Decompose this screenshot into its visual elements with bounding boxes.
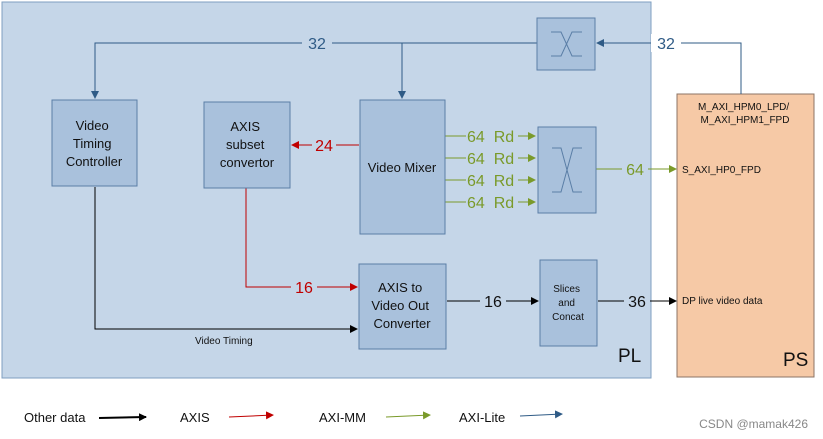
legend-other-arrow [98, 413, 147, 422]
block-slices-line-2: and [558, 298, 575, 309]
ps-port-dp: DP live video data [682, 296, 763, 307]
block-vtc-label: Video Timing Controller [66, 118, 123, 169]
legend-axilite-label: AXI-Lite [459, 410, 505, 425]
legend-other-label: Other data [24, 410, 86, 425]
label-bg-rd-1 [466, 127, 518, 145]
ps-port-hp0: S_AXI_HP0_FPD [682, 165, 761, 176]
video-timing-wire [94, 187, 358, 333]
axis-16-wire [245, 188, 358, 291]
block-vtc-line-2: Timing [73, 136, 112, 151]
block-axis-to-video-line-2: Video Out [371, 298, 429, 313]
block-vtc-line-1: Video [76, 118, 109, 133]
pl-label: PL [618, 346, 641, 367]
block-axis-subset-label: AXIS subset convertor [220, 119, 275, 170]
wire-label-16-black: 16 [484, 294, 502, 311]
wire-label-rd-2: 64 Rd [467, 151, 514, 168]
block-video-mixer-label: Video Mixer [368, 160, 437, 175]
block-slices-line-3: Concat [552, 312, 584, 323]
block-vtc-line-3: Controller [66, 154, 123, 169]
label-bg-24 [312, 136, 336, 154]
ps-port-hpm-line-1: M_AXI_HPM0_LPD/ [698, 102, 789, 113]
label-bg-64 [622, 160, 648, 178]
label-bg-16-black [480, 292, 506, 310]
crossbar-icon-mid [552, 147, 582, 193]
block-axis-to-video-label: AXIS to Video Out Converter [371, 280, 432, 331]
label-bg-32-left [302, 34, 332, 52]
legend-aximm-label: AXI-MM [319, 410, 366, 425]
wire-label-36: 36 [628, 294, 646, 311]
wire-label-rd-1: 64 Rd [467, 129, 514, 146]
wire-label-64: 64 [626, 162, 644, 179]
watermark: CSDN @mamak426 [699, 417, 808, 431]
block-slices-concat-label: Slices and Concat [552, 284, 584, 323]
legend-axilite-arrow [519, 410, 563, 419]
block-slices-concat [539, 259, 598, 347]
block-axis-subset-line-2: subset [226, 137, 265, 152]
label-bg-36 [624, 292, 650, 310]
ps-region [676, 93, 815, 378]
block-axilite-interconnect [536, 17, 596, 71]
block-vtc [51, 99, 138, 187]
ps-port-hpm: M_AXI_HPM0_LPD/ M_AXI_HPM1_FPD [698, 102, 792, 126]
block-axis-subset-line-1: AXIS [230, 119, 260, 134]
wire-label-32-left: 32 [308, 36, 326, 53]
block-axis-subset [203, 101, 291, 189]
label-bg-rd-4 [466, 193, 518, 211]
block-slices-line-1: Slices [553, 284, 580, 295]
legend-aximm-arrow [385, 411, 431, 420]
label-bg-16-red [291, 278, 317, 296]
ps-port-hpm-line-2: M_AXI_HPM1_FPD [701, 115, 790, 126]
ps-label: PS [783, 350, 808, 371]
block-axis-to-video [358, 263, 447, 350]
axilite-to-vtc [91, 42, 537, 99]
block-axis-to-video-line-1: AXIS to [378, 280, 422, 295]
wire-label-32-right: 32 [657, 36, 675, 53]
label-bg-32-right [651, 34, 681, 52]
wire-label-16-red: 16 [295, 280, 313, 297]
wire-label-rd-4: 64 Rd [467, 195, 514, 212]
crossbar-icon-top [551, 31, 582, 57]
axilite-ps-to-interconnect [596, 39, 742, 94]
wire-label-24: 24 [315, 138, 333, 155]
wire-label-video-timing: Video Timing [195, 336, 253, 347]
wire-label-rd-3: 64 Rd [467, 173, 514, 190]
block-axis-to-video-line-3: Converter [373, 316, 431, 331]
block-video-mixer [359, 99, 446, 235]
legend-axis-arrow [228, 411, 274, 420]
label-bg-rd-3 [466, 171, 518, 189]
label-bg-rd-2 [466, 149, 518, 167]
block-axis-subset-line-3: convertor [220, 155, 275, 170]
legend-axis-label: AXIS [180, 410, 210, 425]
